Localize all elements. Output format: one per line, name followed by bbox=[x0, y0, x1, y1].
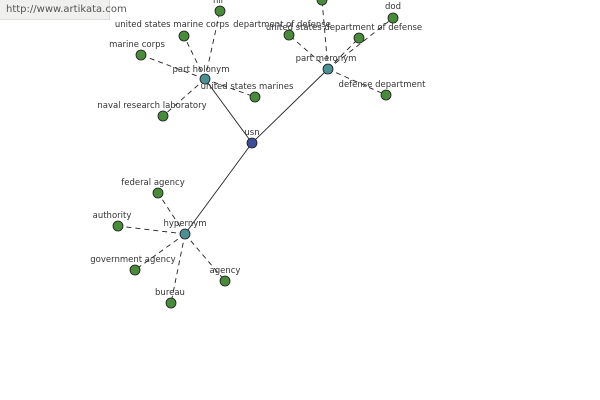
node-part_meronym[interactable]: part meronym bbox=[296, 54, 357, 75]
edge-part_holonym-nrl bbox=[162, 78, 206, 117]
node-hypernym-label: hypernym bbox=[163, 219, 206, 229]
node-marine_corps-dot[interactable] bbox=[135, 49, 147, 61]
node-federal_agency-dot[interactable] bbox=[152, 187, 164, 199]
node-defense_department[interactable]: defense department bbox=[339, 80, 427, 101]
node-top_partial-dot[interactable] bbox=[316, 0, 328, 6]
node-hypernym[interactable]: hypernym bbox=[163, 219, 207, 240]
node-government_agency-label: government agency bbox=[90, 255, 175, 265]
edge-hypernym-authority bbox=[117, 225, 186, 235]
node-dept_defense[interactable]: department of defense bbox=[233, 20, 331, 41]
edge-part_holonym-nil_top bbox=[204, 10, 221, 80]
node-nil_top-dot[interactable] bbox=[214, 5, 226, 17]
node-top_partial[interactable] bbox=[316, 0, 328, 6]
node-government_agency[interactable]: government agency bbox=[90, 255, 176, 276]
node-usmc-label: united states marine corps bbox=[115, 20, 230, 30]
node-us_dept_defense-dot[interactable] bbox=[353, 32, 365, 44]
node-nil_top[interactable]: nil bbox=[213, 0, 226, 17]
node-agency-dot[interactable] bbox=[219, 275, 231, 287]
node-usn[interactable]: usn bbox=[244, 128, 260, 149]
edge-layer bbox=[117, 0, 394, 304]
node-dod-label: dod bbox=[385, 2, 401, 12]
node-usmc-dot[interactable] bbox=[178, 30, 190, 42]
node-layer: usn part holonym part meronym hypernym unite… bbox=[90, 0, 427, 309]
node-hypernym-dot[interactable] bbox=[179, 228, 191, 240]
edge-usn-part_meronym bbox=[251, 68, 329, 144]
edge-hypernym-bureau bbox=[170, 233, 186, 304]
node-bureau-label: bureau bbox=[155, 288, 185, 298]
edge-usn-hypernym bbox=[184, 142, 253, 235]
node-nil_top-label: nil bbox=[213, 0, 223, 6]
edge-part_meronym-defense_department bbox=[327, 68, 387, 96]
node-usn-dot[interactable] bbox=[246, 137, 258, 149]
edge-part_meronym-dod bbox=[327, 17, 394, 70]
node-agency[interactable]: agency bbox=[210, 266, 241, 287]
node-part_holonym[interactable]: part holonym bbox=[173, 65, 230, 85]
edge-usn-part_holonym bbox=[204, 78, 253, 144]
node-marine_corps[interactable]: marine corps bbox=[109, 40, 165, 61]
node-dept_defense-dot[interactable] bbox=[283, 29, 295, 41]
source-url-banner[interactable]: http://www.artikata.com bbox=[0, 0, 127, 20]
edge-part_holonym-usmc bbox=[183, 35, 206, 80]
edge-hypernym-agency bbox=[184, 233, 226, 282]
edge-part_meronym-top_partial bbox=[321, 0, 329, 70]
node-defense_department-dot[interactable] bbox=[380, 89, 392, 101]
node-usmc[interactable]: united states marine corps bbox=[115, 20, 230, 42]
node-us_dept_defense[interactable]: united states department of defense bbox=[266, 23, 422, 44]
node-part_meronym-label: part meronym bbox=[296, 54, 357, 64]
edge-hypernym-federal_agency bbox=[157, 192, 186, 235]
node-us_marines-dot[interactable] bbox=[249, 91, 261, 103]
node-dod-dot[interactable] bbox=[387, 12, 399, 24]
node-part_holonym-label: part holonym bbox=[173, 65, 230, 75]
node-us_marines-label: united states marines bbox=[201, 82, 294, 92]
node-nrl-label: naval research laboratory bbox=[97, 101, 206, 111]
node-bureau[interactable]: bureau bbox=[155, 288, 185, 309]
node-agency-label: agency bbox=[210, 266, 241, 276]
node-bureau-dot[interactable] bbox=[165, 297, 177, 309]
node-authority-label: authority bbox=[93, 211, 132, 221]
node-authority[interactable]: authority bbox=[93, 211, 132, 232]
node-federal_agency[interactable]: federal agency bbox=[121, 178, 185, 199]
node-federal_agency-label: federal agency bbox=[121, 178, 185, 188]
node-part_holonym-dot[interactable] bbox=[199, 73, 211, 85]
node-marine_corps-label: marine corps bbox=[109, 40, 165, 50]
edge-part_holonym-marine_corps bbox=[140, 54, 206, 80]
node-government_agency-dot[interactable] bbox=[129, 264, 141, 276]
node-dod[interactable]: dod bbox=[385, 2, 401, 24]
node-usn-label: usn bbox=[244, 128, 259, 138]
edge-hypernym-government_agency bbox=[134, 233, 186, 271]
node-defense_department-label: defense department bbox=[339, 80, 427, 90]
node-authority-dot[interactable] bbox=[112, 220, 124, 232]
edge-part_meronym-us_dept_defense bbox=[327, 37, 360, 70]
node-nrl-dot[interactable] bbox=[157, 110, 169, 122]
node-part_meronym-dot[interactable] bbox=[322, 63, 334, 75]
node-nrl[interactable]: naval research laboratory bbox=[97, 101, 207, 122]
node-us_marines[interactable]: united states marines bbox=[201, 82, 294, 103]
node-us_dept_defense-label: united states department of defense bbox=[266, 23, 422, 33]
node-dept_defense-label: department of defense bbox=[233, 20, 331, 30]
